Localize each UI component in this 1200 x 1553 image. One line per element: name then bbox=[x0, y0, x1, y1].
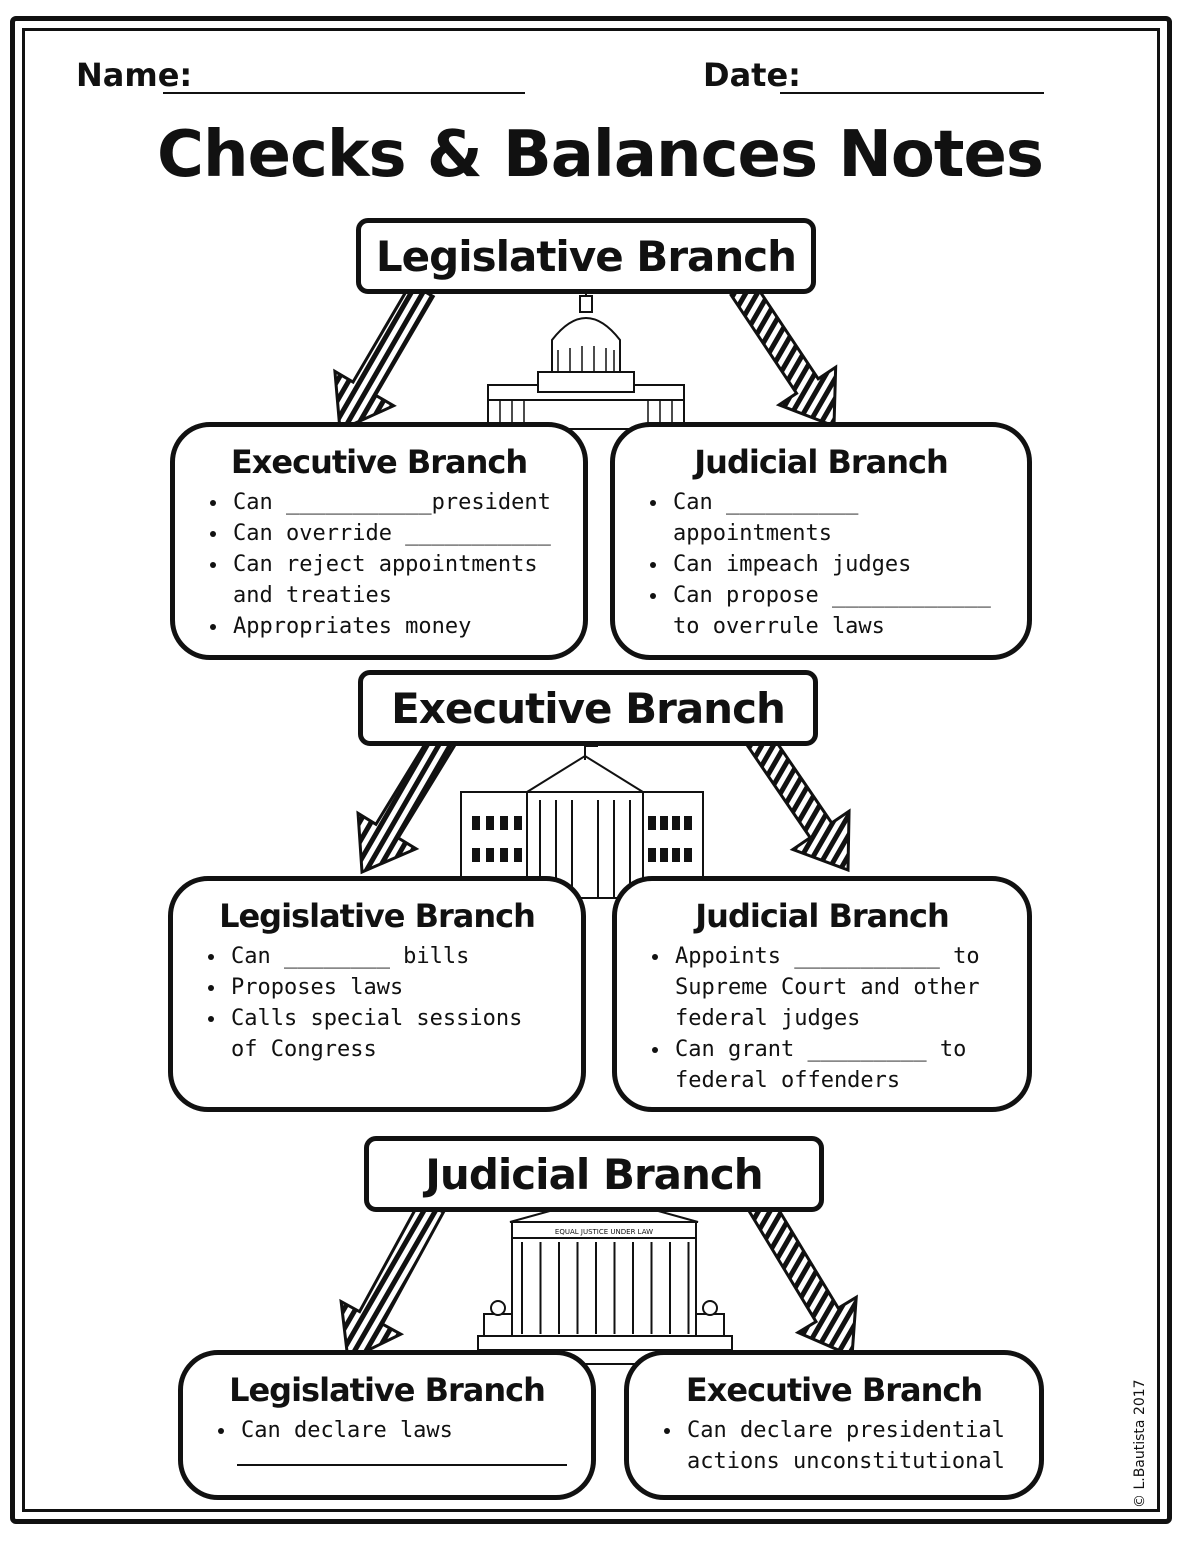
judicial-branch-header: Judicial Branch bbox=[364, 1136, 824, 1212]
card-title: Legislative Branch bbox=[219, 897, 536, 935]
list-item: Can ________ bills bbox=[227, 941, 557, 972]
list-item: Appoints ___________ to Supreme Court an… bbox=[671, 941, 1003, 1034]
list-item: Can grant _________ to federal offenders bbox=[671, 1034, 1003, 1096]
card-title: Executive Branch bbox=[685, 1371, 983, 1409]
list-item: Can reject appointments and treaties bbox=[229, 549, 559, 611]
list-item: Appropriates money bbox=[229, 611, 559, 642]
card-legislative-checks-judicial: Judicial Branch Can __________ appointme… bbox=[610, 422, 1032, 660]
checks-list: Can declare laws bbox=[207, 1415, 567, 1446]
list-item: Can propose ____________ to overrule law… bbox=[669, 580, 1003, 642]
checks-list: Can ________ bills Proposes laws Calls s… bbox=[197, 941, 557, 1065]
card-title: Executive Branch bbox=[230, 443, 528, 481]
card-title: Legislative Branch bbox=[229, 1371, 546, 1409]
card-judicial-checks-legislative: Legislative Branch Can declare laws bbox=[178, 1350, 596, 1500]
checks-list: Can __________ appointments Can impeach … bbox=[639, 487, 1003, 642]
checks-list: Appoints ___________ to Supreme Court an… bbox=[641, 941, 1003, 1096]
name-field[interactable] bbox=[163, 92, 525, 94]
card-legislative-checks-executive: Executive Branch Can ___________presiden… bbox=[170, 422, 588, 660]
copyright-text: © L.Bautista 2017 bbox=[1132, 1379, 1148, 1508]
date-field[interactable] bbox=[780, 92, 1044, 94]
page-border-inner bbox=[22, 28, 1160, 1512]
card-title: Judicial Branch bbox=[694, 443, 949, 481]
page-border-outer bbox=[10, 16, 1172, 1524]
card-executive-checks-legislative: Legislative Branch Can ________ bills Pr… bbox=[168, 876, 586, 1112]
list-item: Can declare presidential actions unconst… bbox=[683, 1415, 1015, 1477]
card-title: Judicial Branch bbox=[695, 897, 950, 935]
list-item: Can __________ appointments bbox=[669, 487, 1003, 549]
copyright-notice: © L.Bautista 2017 bbox=[1132, 1379, 1148, 1508]
date-label: Date: bbox=[703, 56, 801, 94]
list-item: Can override ___________ bbox=[229, 518, 559, 549]
card-executive-checks-judicial: Judicial Branch Appoints ___________ to … bbox=[612, 876, 1032, 1112]
checks-list: Can declare presidential actions unconst… bbox=[653, 1415, 1015, 1477]
executive-branch-header: Executive Branch bbox=[358, 670, 818, 746]
legislative-branch-header: Legislative Branch bbox=[356, 218, 816, 294]
name-label: Name: bbox=[76, 56, 193, 94]
list-item: Proposes laws bbox=[227, 972, 557, 1003]
checks-list: Can ___________president Can override __… bbox=[199, 487, 559, 642]
card-judicial-checks-executive: Executive Branch Can declare presidentia… bbox=[624, 1350, 1044, 1500]
page-title: Checks & Balances Notes bbox=[157, 118, 1044, 192]
list-item: Can ___________president bbox=[229, 487, 559, 518]
fill-in-blank-line[interactable] bbox=[237, 1464, 567, 1466]
list-item: Can impeach judges bbox=[669, 549, 1003, 580]
list-item: Can declare laws bbox=[237, 1415, 567, 1446]
list-item: Calls special sessions of Congress bbox=[227, 1003, 557, 1065]
